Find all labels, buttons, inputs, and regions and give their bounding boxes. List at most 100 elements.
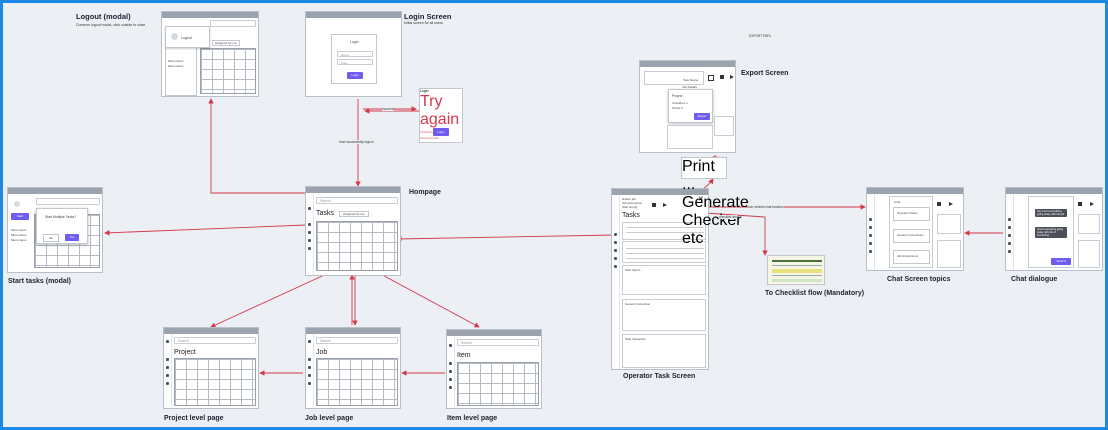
export-header: Task Name: [644, 71, 704, 85]
edge-label-login-success: User successfully logs in: [339, 140, 374, 144]
chat-icon[interactable]: [720, 75, 724, 79]
chat-message: Good everything going today with job of …: [1035, 227, 1067, 238]
item-label: Item level page: [447, 415, 498, 422]
search-input[interactable]: Search: [316, 337, 398, 344]
arrow-home-to-start: [104, 224, 307, 236]
checkbox-item[interactable]: Check 2: [672, 106, 684, 110]
side-panel: [1078, 214, 1100, 234]
start-tasks-label: Start tasks (modal): [8, 278, 72, 285]
job-description: Job description: [622, 201, 643, 205]
search-input[interactable]: Search: [457, 339, 539, 346]
logout-sublabel: Common logout modal, click outside to cl…: [76, 23, 146, 27]
play-icon[interactable]: [949, 202, 953, 206]
task-instruction-panel: Task Instruction: [622, 334, 706, 368]
chat-icon[interactable]: [652, 203, 656, 207]
chat-header: Chat: [894, 200, 901, 204]
login-title: Login: [350, 40, 359, 44]
side-panel: [937, 214, 961, 234]
assigned-filter[interactable]: Assigned for me: [339, 211, 369, 217]
page-title: Tasks: [622, 212, 640, 219]
export-dialog: Project Checkbox 1 Check 2 Export: [668, 89, 713, 123]
search-input[interactable]: [36, 198, 100, 205]
chat-message: Hey how's everything going today with th…: [1035, 209, 1067, 217]
edge-label-export-pdf: EXPORT PDFs: [749, 34, 771, 38]
chat-topics-label: Chat Screen topics: [887, 276, 951, 283]
sidebar: [612, 195, 620, 369]
logout-frame: Assigned for me Menu items Menu items Lo…: [161, 11, 259, 97]
frame-titlebar: [164, 328, 258, 334]
search-input[interactable]: Search: [316, 197, 398, 204]
chat-topic-list: Chat Operator Notes Generic Instructions…: [889, 196, 933, 268]
checklist-thumbnail[interactable]: [767, 255, 825, 285]
close-icon[interactable]: ✕: [698, 196, 704, 203]
menu-item[interactable]: Menu items: [11, 238, 27, 242]
project-frame: Search Project: [163, 327, 259, 409]
login-label: Login Screen: [404, 12, 452, 21]
login-frame: Login Name Pass Login: [305, 11, 402, 97]
content-panel: [667, 125, 713, 149]
password-field-error[interactable]: Incorrect pass: [420, 136, 439, 140]
frame-titlebar: [1006, 188, 1102, 194]
share-icon[interactable]: [708, 75, 714, 81]
export-button[interactable]: Export: [694, 113, 710, 120]
frame-titlebar: [640, 61, 735, 67]
login-error-title: Login: [420, 89, 429, 93]
frame-titlebar: [162, 12, 258, 18]
login-button[interactable]: Login: [347, 72, 363, 79]
logout-link[interactable]: Logout: [181, 36, 192, 40]
topic-card[interactable]: Job Instructions: [893, 250, 930, 264]
username-field[interactable]: Name: [337, 51, 373, 57]
filter-select[interactable]: Assigned for me: [212, 40, 240, 46]
item-grid: [457, 362, 539, 406]
play-icon[interactable]: [663, 203, 667, 207]
avatar: [171, 33, 178, 40]
export-pdf-card: Print ... Generate Checker etc: [681, 157, 749, 247]
login-error-card: Login Try again Incorrect name Incorrect…: [419, 88, 463, 143]
play-icon[interactable]: [1090, 202, 1094, 206]
page-title: Item: [457, 352, 471, 359]
project-grid: [174, 358, 256, 406]
topic-card[interactable]: Generic Instructions: [893, 229, 930, 243]
section-title: Task Instruction: [625, 337, 646, 341]
yes-button[interactable]: Yes: [65, 234, 79, 241]
search-input[interactable]: Search: [174, 337, 256, 344]
export-frame: Task Name Job Details Project Checkbox 1…: [639, 60, 736, 153]
edge-label-chat: User selects chat function: [747, 205, 784, 209]
menu-item[interactable]: Menu items: [168, 59, 184, 63]
menu-item[interactable]: Menu items: [168, 64, 184, 68]
homepage-label: Hompage: [409, 189, 441, 196]
start-button[interactable]: Start: [11, 213, 29, 220]
username-field-error[interactable]: Incorrect name: [420, 130, 441, 134]
search-input[interactable]: [210, 20, 256, 27]
generic-instruction-panel: Generic Instruction: [622, 299, 706, 331]
chat-window: Hey how's everything going today with th…: [1028, 196, 1074, 268]
password-field[interactable]: Pass: [337, 59, 373, 65]
checkbox-item[interactable]: Checkbox 1: [672, 101, 688, 105]
side-panel: [1078, 240, 1100, 268]
start-timing[interactable]: Start timing: [622, 205, 638, 209]
page-title: Job: [316, 349, 328, 356]
no-button[interactable]: No: [43, 234, 59, 242]
pdf-option[interactable]: etc: [682, 230, 704, 247]
export-label: Export Screen: [741, 70, 789, 77]
sidebar: [306, 334, 314, 408]
sidebar: [164, 334, 172, 408]
pdf-option[interactable]: Print ...: [682, 158, 715, 193]
tasks-grid: [316, 221, 398, 271]
page-title: Project: [174, 349, 196, 356]
chat-icon[interactable]: [1078, 202, 1082, 206]
arrow-home-to-project: [210, 270, 334, 328]
menu-item[interactable]: Menu items: [11, 233, 27, 237]
frame-titlebar: [612, 189, 708, 195]
section-title: Generic Instruction: [625, 302, 651, 306]
pdf-option[interactable]: Generate Checker: [682, 194, 749, 229]
menu-item[interactable]: Menu items: [11, 228, 27, 232]
send-button[interactable]: Send it: [1051, 258, 1071, 265]
edge-label-checklist: checklist link: [719, 215, 737, 219]
sidebar: [306, 193, 314, 275]
start-tasks-dialog: Start Multiple Tasks? No Yes: [36, 208, 88, 244]
chat-icon[interactable]: [937, 202, 941, 206]
play-icon[interactable]: [730, 75, 734, 79]
login-retry-button[interactable]: Login: [433, 128, 449, 136]
topic-card[interactable]: Operator Notes: [893, 207, 930, 221]
